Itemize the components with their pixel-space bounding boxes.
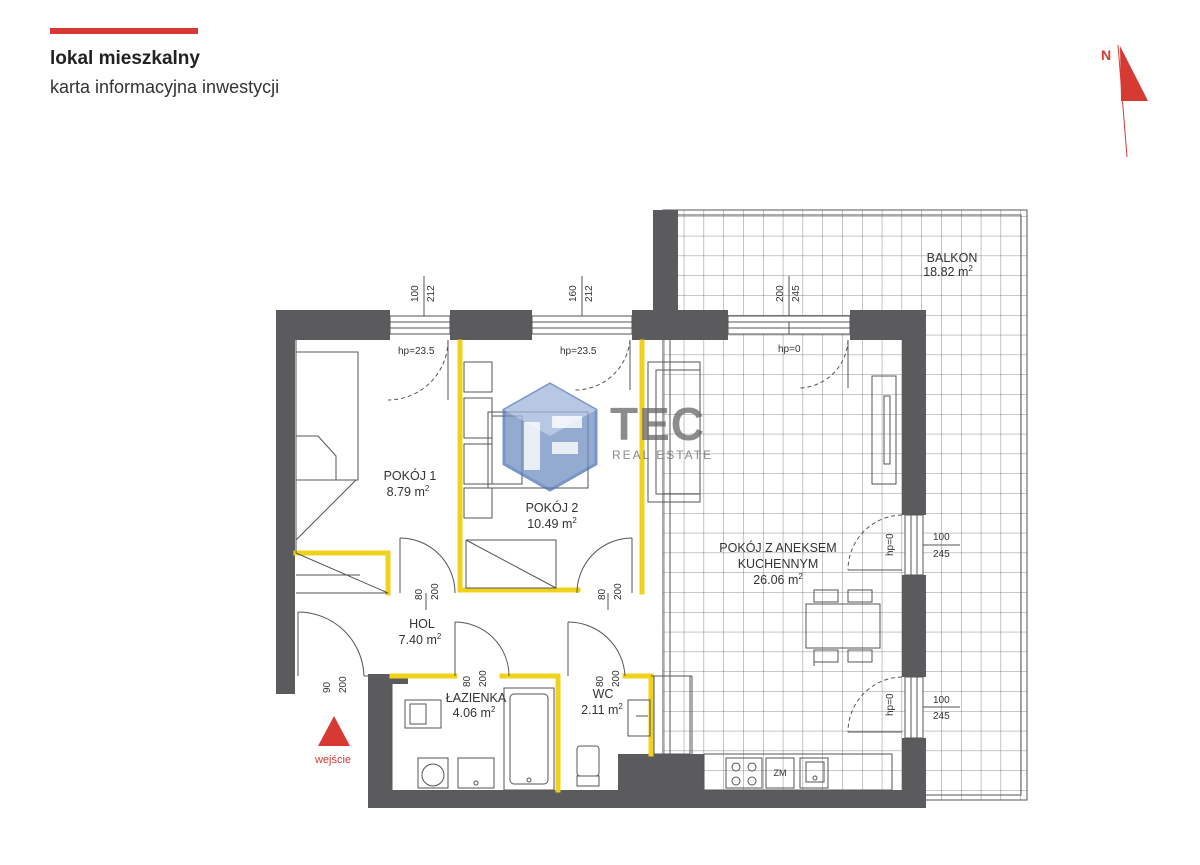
entrance-arrow-icon bbox=[318, 716, 350, 746]
svg-text:80: 80 bbox=[414, 588, 425, 600]
svg-text:200: 200 bbox=[478, 670, 489, 687]
entrance-label: wejście bbox=[314, 754, 351, 766]
svg-text:80: 80 bbox=[595, 675, 606, 687]
door-dims-lazienka: 80 200 bbox=[462, 670, 489, 687]
svg-text:80: 80 bbox=[462, 675, 473, 687]
window-dims-pokoj1: 100 212 hp=23.5 bbox=[398, 276, 437, 357]
balcony-area bbox=[662, 209, 1028, 801]
svg-text:245: 245 bbox=[791, 285, 802, 302]
svg-text:100: 100 bbox=[410, 285, 421, 302]
svg-text:200: 200 bbox=[775, 285, 786, 302]
room-name-pokoj1: POKÓJ 1 bbox=[384, 468, 437, 483]
window-dims-balcony-upper: 100 245 hp=0 bbox=[885, 532, 960, 560]
exterior-walls bbox=[276, 210, 926, 808]
balcony-door-upper bbox=[847, 514, 924, 576]
page-title: lokal mieszkalny bbox=[50, 48, 200, 69]
door-hp-balcony-upper: hp=0 bbox=[885, 533, 896, 556]
room-area-wc: 2.11 m2 bbox=[581, 702, 623, 717]
room-name-wc: WC bbox=[593, 687, 614, 701]
page-subtitle: karta informacyjna inwestycji bbox=[50, 77, 280, 97]
svg-text:80: 80 bbox=[597, 588, 608, 600]
door-wc bbox=[567, 621, 626, 677]
logo-brand: TEC bbox=[610, 398, 705, 450]
door-dims-pokoj1: 80 200 bbox=[414, 583, 441, 610]
tec-cube-icon bbox=[502, 382, 598, 492]
door-dims-wc: 80 200 bbox=[595, 670, 622, 687]
furniture-salon bbox=[647, 361, 897, 791]
room-area-pokoj1: 8.79 m2 bbox=[387, 484, 430, 499]
window-dims-salon: 200 245 hp=0 bbox=[775, 276, 802, 355]
svg-text:200: 200 bbox=[338, 676, 349, 693]
north-compass-icon: N bbox=[1101, 44, 1148, 158]
balcony-door-lower bbox=[847, 676, 924, 739]
svg-text:90: 90 bbox=[322, 681, 333, 693]
window-dims-pokoj2: 160 212 hp=23.5 bbox=[560, 276, 597, 357]
room-name-pokoj2: POKÓJ 2 bbox=[526, 500, 579, 515]
door-dims-pokoj2: 80 200 bbox=[597, 583, 624, 610]
svg-text:100: 100 bbox=[933, 532, 950, 543]
svg-text:160: 160 bbox=[568, 285, 579, 302]
fridge-label: ZM bbox=[774, 768, 787, 778]
svg-text:200: 200 bbox=[613, 583, 624, 600]
window-dims-balcony-lower: 100 245 hp=0 bbox=[885, 693, 960, 722]
furniture-pokoj1 bbox=[295, 351, 389, 594]
accent-bar bbox=[50, 28, 198, 34]
room-area-balkon: 18.82 m2 bbox=[923, 264, 973, 279]
svg-text:245: 245 bbox=[933, 549, 950, 560]
room-area-hol: 7.40 m2 bbox=[399, 632, 442, 647]
room-name-salon-line1: POKÓJ Z ANEKSEM bbox=[719, 540, 836, 555]
room-name-balkon: BALKON bbox=[927, 251, 978, 265]
door-pokoj1 bbox=[399, 537, 456, 594]
svg-text:212: 212 bbox=[426, 285, 437, 302]
door-entry bbox=[297, 611, 368, 677]
door-dims-entry: 90 200 bbox=[322, 676, 349, 693]
room-area-pokoj2: 10.49 m2 bbox=[527, 516, 577, 531]
compass-label: N bbox=[1101, 47, 1111, 63]
tec-logo: TEC REAL ESTATE bbox=[502, 382, 713, 492]
room-area-salon: 26.06 m2 bbox=[753, 572, 803, 587]
svg-text:245: 245 bbox=[933, 711, 950, 722]
room-area-lazienka: 4.06 m2 bbox=[453, 705, 496, 720]
room-name-hol: HOL bbox=[409, 617, 435, 631]
partition-walls bbox=[293, 339, 654, 793]
window-hp-pokoj1: hp=23.5 bbox=[398, 346, 435, 357]
bathroom-fixtures bbox=[404, 675, 691, 791]
svg-text:212: 212 bbox=[584, 285, 595, 302]
door-hp-balcony-lower: hp=0 bbox=[885, 693, 896, 716]
room-name-salon-line2: KUCHENNYM bbox=[738, 557, 819, 571]
window-hp-salon: hp=0 bbox=[778, 344, 801, 355]
door-lazienka bbox=[454, 621, 510, 677]
entrance-marker: wejście bbox=[314, 716, 351, 766]
window-salon bbox=[727, 315, 851, 389]
logo-tagline: REAL ESTATE bbox=[612, 448, 713, 462]
svg-text:200: 200 bbox=[611, 670, 622, 687]
svg-text:200: 200 bbox=[430, 583, 441, 600]
window-pokoj2 bbox=[531, 315, 633, 391]
svg-text:100: 100 bbox=[933, 695, 950, 706]
room-name-lazienka: ŁAZIENKA bbox=[446, 691, 507, 705]
window-hp-pokoj2: hp=23.5 bbox=[560, 346, 597, 357]
window-pokoj1 bbox=[387, 315, 451, 401]
door-pokoj2 bbox=[576, 537, 633, 594]
